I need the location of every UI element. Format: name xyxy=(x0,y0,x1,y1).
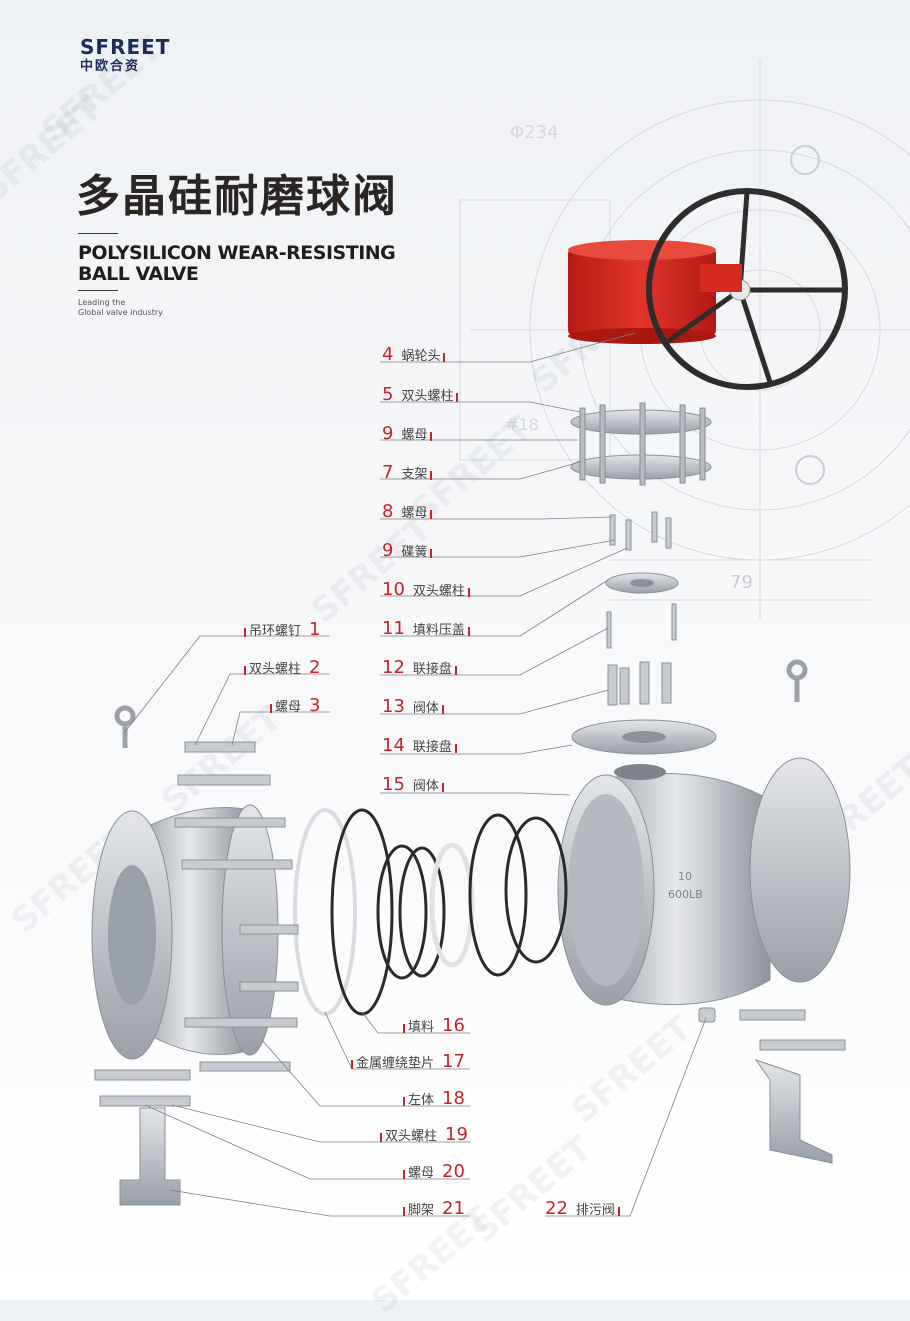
body-size-mark: 10 xyxy=(678,870,692,883)
brand-logo: SFREET 中欧合资 xyxy=(80,36,180,76)
studs-and-nuts xyxy=(94,741,846,1107)
dim-text: Φ234 xyxy=(510,122,559,143)
valve-body: 10 600LB xyxy=(557,757,851,1006)
subtitle-line-2: BALL VALVE xyxy=(78,263,199,285)
eye-bolt-left xyxy=(114,705,136,748)
bracket-assembly xyxy=(570,402,712,486)
page-subtitle: POLYSILICON WEAR-RESISTING BALL VALVE xyxy=(78,242,396,285)
drain-valve xyxy=(698,1007,716,1023)
tagline-line-1: Leading the xyxy=(78,298,126,307)
gland-bolts xyxy=(606,511,677,649)
dim-text: 79 xyxy=(730,572,753,593)
support-feet xyxy=(119,1059,833,1206)
brand-subtitle: 中欧合资 xyxy=(80,59,141,74)
dim-text: #18 xyxy=(505,415,539,434)
connection-screws xyxy=(607,661,672,706)
eye-bolt-right xyxy=(786,659,808,702)
subtitle-line-1: POLYSILICON WEAR-RESISTING xyxy=(78,242,396,264)
divider xyxy=(78,233,118,234)
page-title: 多晶硅耐磨球阀 xyxy=(76,171,398,222)
divider xyxy=(78,290,118,291)
tagline-line-2: Global valve industry xyxy=(78,308,163,317)
body-rating-mark: 600LB xyxy=(668,888,703,901)
tagline: Leading the Global valve industry xyxy=(78,298,163,318)
worm-gear-head xyxy=(568,188,848,390)
brand-name: SFREET xyxy=(80,35,171,59)
gaskets xyxy=(293,808,568,1016)
leader-lines xyxy=(124,332,707,1217)
